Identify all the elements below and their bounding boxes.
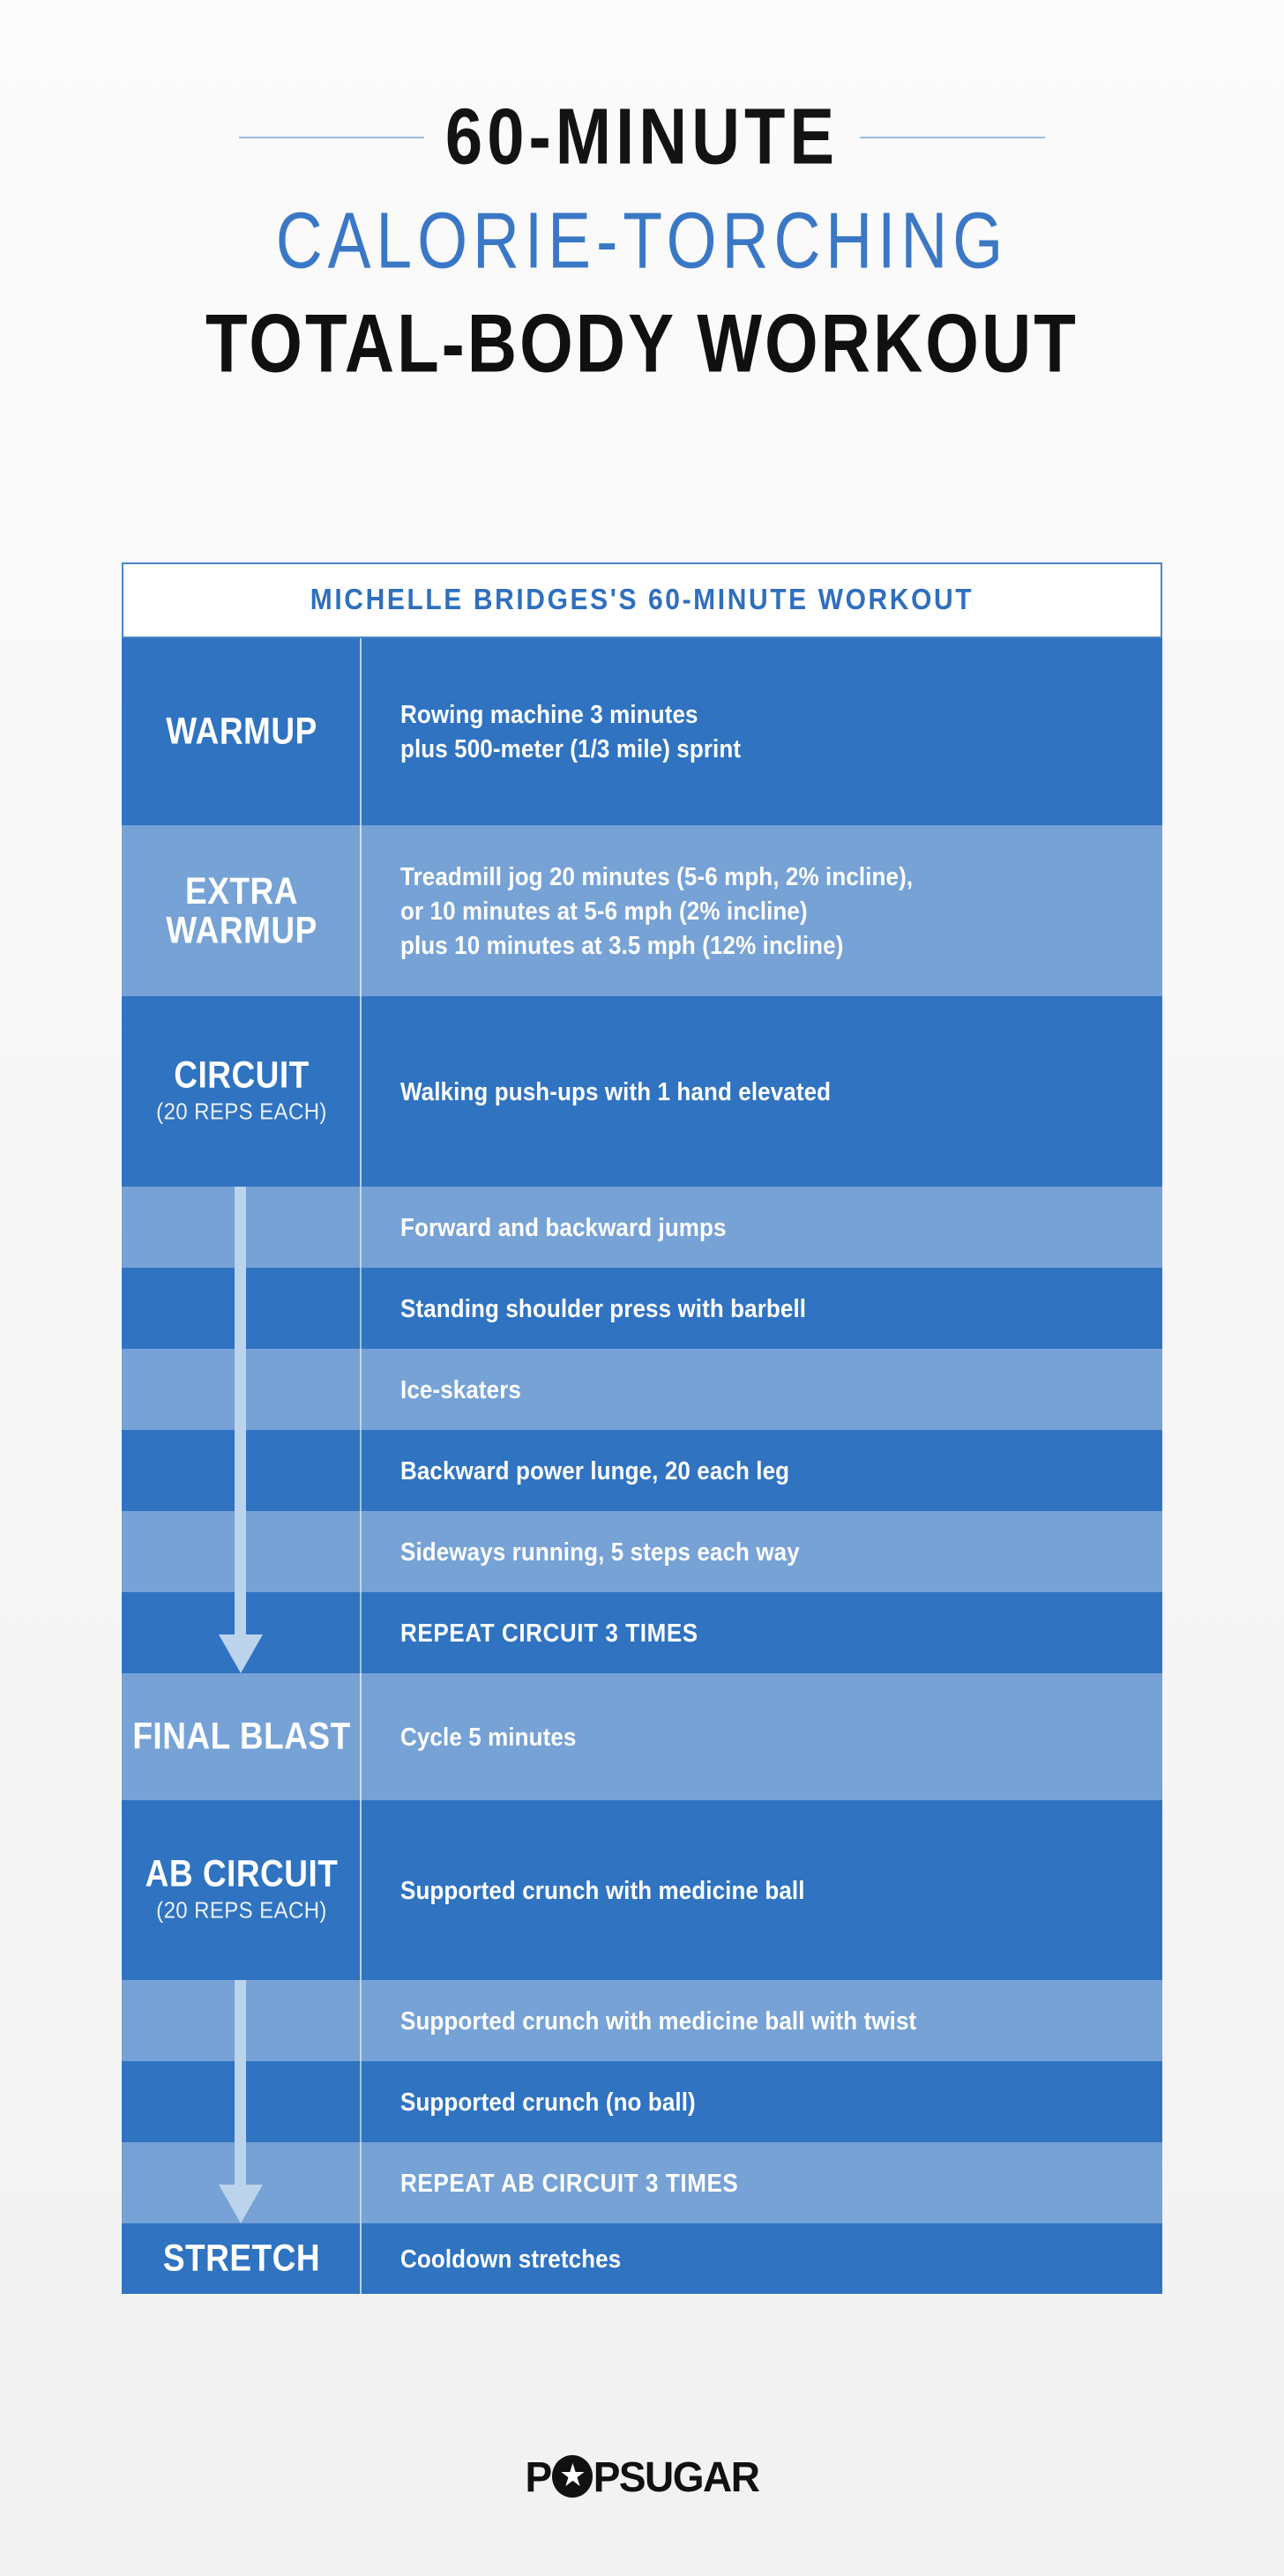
table-row: Supported crunch (no ball) [122, 2061, 1162, 2142]
table-row: Sideways running, 5 steps each way [122, 1511, 1162, 1592]
table-row: Ice-skaters [122, 1349, 1162, 1430]
title-rule-left [238, 137, 424, 138]
table-row: Forward and backward jumps [122, 1187, 1162, 1268]
row-sublabel: (20 REPS EACH) [156, 1898, 327, 1925]
table-row: Standing shoulder press with barbell [122, 1268, 1162, 1349]
row-label-cell-empty [122, 2142, 362, 2223]
row-content-line: Ice-skaters [400, 1374, 521, 1403]
table-row: Supported crunch with medicine ball with… [122, 1980, 1162, 2061]
row-content-line: Sideways running, 5 steps each way [400, 1536, 800, 1566]
row-content-line: REPEAT AB CIRCUIT 3 TIMES [400, 2167, 739, 2197]
row-content-line: Standing shoulder press with barbell [400, 1292, 807, 1322]
row-content-cell: Treadmill jog 20 minutes (5-6 mph, 2% in… [362, 825, 1162, 996]
row-label-cell: EXTRA WARMUP [122, 825, 362, 996]
row-content-cell: Ice-skaters [362, 1349, 1162, 1430]
row-content-line: Cycle 5 minutes [400, 1721, 577, 1751]
workout-table-header-text: MICHELLE BRIDGES'S 60-MINUTE WORKOUT [310, 583, 974, 616]
row-label: STRETCH [162, 2237, 321, 2280]
row-label-cell-empty [122, 1430, 362, 1511]
row-content-cell: Sideways running, 5 steps each way [362, 1511, 1162, 1592]
row-content-cell: Supported crunch with medicine ball [362, 1800, 1162, 1980]
row-content-cell: Rowing machine 3 minutes plus 500-meter (… [362, 638, 1162, 825]
table-row: STRETCH Cooldown stretches [122, 2223, 1162, 2294]
workout-table-header: MICHELLE BRIDGES'S 60-MINUTE WORKOUT [122, 562, 1162, 638]
row-content-cell: Cycle 5 minutes [362, 1673, 1162, 1800]
table-row: EXTRA WARMUP Treadmill jog 20 minutes (5-… [122, 825, 1162, 996]
row-label-cell: WARMUP [122, 638, 362, 825]
row-content-cell: REPEAT AB CIRCUIT 3 TIMES [362, 2142, 1162, 2223]
row-label: WARMUP [166, 711, 317, 753]
row-content-line: plus 10 minutes at 3.5 mph (12% incline) [400, 929, 844, 959]
row-content-cell: Supported crunch with medicine ball with… [362, 1980, 1162, 2061]
table-row: CIRCUIT(20 REPS EACH) Walking push-ups wi… [122, 996, 1162, 1187]
table-row: WARMUP Rowing machine 3 minutes plus 500-m… [122, 638, 1162, 825]
row-label-cell: FINAL BLAST [122, 1673, 362, 1800]
row-label-cell-empty [122, 1980, 362, 2061]
row-content-line: Rowing machine 3 minutes [400, 699, 698, 729]
row-label-cell-empty [122, 1592, 362, 1673]
title-rule-right [860, 137, 1046, 138]
title-block: 60-MINUTE CALORIE-TORCHING TOTAL-BODY WO… [0, 0, 1284, 384]
row-label-cell-empty [122, 1187, 362, 1268]
row-content-line: or 10 minutes at 5-6 mph (2% incline) [400, 895, 808, 925]
row-content-line: Supported crunch (no ball) [400, 2086, 696, 2116]
row-label-cell-empty [122, 1268, 362, 1349]
star-icon [551, 2454, 593, 2498]
row-label-cell: STRETCH [122, 2223, 362, 2294]
row-content-line: Forward and backward jumps [400, 1211, 727, 1241]
workout-table: MICHELLE BRIDGES'S 60-MINUTE WORKOUT WAR… [122, 562, 1162, 2294]
table-row: AB CIRCUIT (20 REPS EACH) Supported crunch… [122, 1800, 1162, 1980]
row-content-line: REPEAT CIRCUIT 3 TIMES [400, 1617, 698, 1647]
row-content-line: Backward power lunge, 20 each leg [400, 1455, 790, 1485]
row-sublabel: (20 REPS EACH) [156, 1099, 327, 1126]
table-row: Backward power lunge, 20 each leg [122, 1430, 1162, 1511]
logo-text-part1: P [525, 2452, 553, 2501]
row-content-line: Walking push-ups with 1 hand elevated [400, 1076, 832, 1106]
title-line-2: CALORIE-TORCHING [275, 195, 1009, 286]
table-row: FINAL BLAST Cycle 5 minutes [122, 1673, 1162, 1800]
row-label: FINAL BLAST [132, 1716, 351, 1758]
title-line-1: 60-MINUTE [444, 93, 840, 182]
title-line-1-row: 60-MINUTE [0, 98, 1284, 176]
row-content-cell: Forward and backward jumps [362, 1187, 1162, 1268]
table-row: REPEAT AB CIRCUIT 3 TIMES [122, 2142, 1162, 2223]
title-line-3: TOTAL-BODY WORKOUT [205, 296, 1079, 390]
row-content-line: plus 500-meter (1/3 mile) sprint [400, 733, 742, 763]
popsugar-logo: P PSUGAR [525, 2452, 760, 2502]
row-label: CIRCUIT [174, 1054, 310, 1097]
row-label: EXTRA WARMUP [166, 870, 317, 951]
row-label: AB CIRCUIT [145, 1853, 339, 1895]
row-label-cell-empty [122, 1349, 362, 1430]
row-content-line: Supported crunch with medicine ball with… [400, 2005, 917, 2035]
row-content-line: Cooldown stretches [400, 2243, 622, 2273]
row-content-cell: Backward power lunge, 20 each leg [362, 1430, 1162, 1511]
table-row: REPEAT CIRCUIT 3 TIMES [122, 1592, 1162, 1673]
row-content-cell: REPEAT CIRCUIT 3 TIMES [362, 1592, 1162, 1673]
row-content-cell: Cooldown stretches [362, 2223, 1162, 2294]
row-content-cell: Standing shoulder press with barbell [362, 1268, 1162, 1349]
row-label-cell: CIRCUIT(20 REPS EACH) [122, 996, 362, 1187]
logo-text-part2: PSUGAR [593, 2452, 760, 2501]
row-label-cell-empty [122, 1511, 362, 1592]
row-content-cell: Supported crunch (no ball) [362, 2061, 1162, 2142]
footer: P PSUGAR [0, 2452, 1284, 2502]
row-label-cell-empty [122, 2061, 362, 2142]
row-content-line: Supported crunch with medicine ball [400, 1874, 805, 1904]
row-label-cell: AB CIRCUIT (20 REPS EACH) [122, 1800, 362, 1980]
row-content-cell: Walking push-ups with 1 hand elevated [362, 996, 1162, 1187]
row-content-line: Treadmill jog 20 minutes (5-6 mph, 2% in… [400, 860, 914, 890]
workout-table-body: WARMUP Rowing machine 3 minutes plus 500-m… [122, 638, 1162, 2294]
